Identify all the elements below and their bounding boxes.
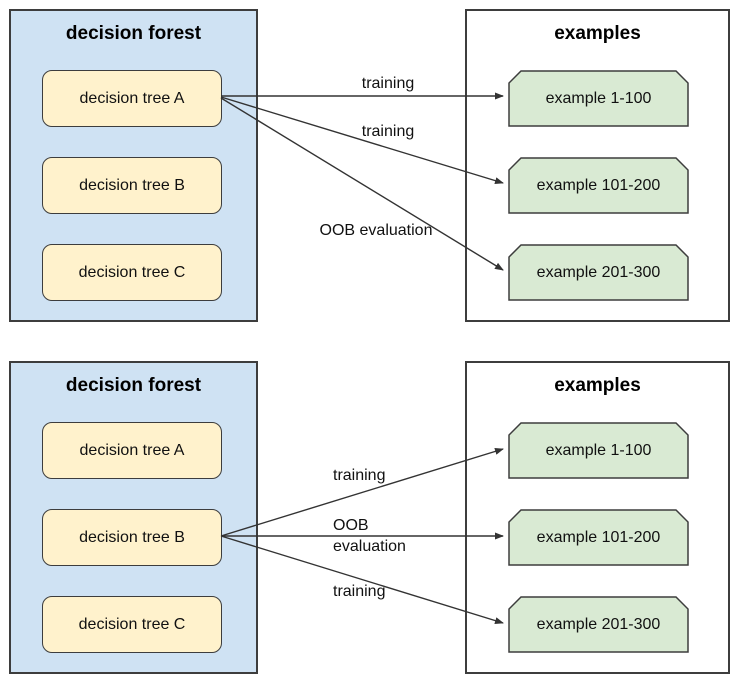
examples-title: examples: [554, 23, 641, 44]
arrow-label-oob-evaluation-bottom: OOB evaluation: [333, 517, 406, 555]
example-101-200-node: example 101-200: [508, 157, 689, 214]
decision-tree-b-node: decision tree B: [42, 157, 222, 214]
example-101-200-label: example 101-200: [536, 176, 661, 194]
arrow-label-training-bottom-2: training: [333, 583, 386, 600]
decision-tree-a-node: decision tree A: [42, 70, 222, 127]
arrow-label-training-top-1: training: [361, 75, 415, 92]
arrow-label-oob-evaluation-top: OOB evaluation: [319, 222, 433, 239]
example-1-100-node: example 1-100: [508, 422, 689, 479]
plaque-shape: [508, 157, 689, 214]
plaque-shape: [508, 244, 689, 301]
example-201-300-node: example 201-300: [508, 596, 689, 653]
decision-tree-b-label: decision tree B: [79, 528, 185, 546]
plaque-shape: [508, 70, 689, 127]
decision-tree-c-label: decision tree C: [78, 615, 186, 633]
examples-title: examples: [554, 375, 641, 396]
example-101-200-node: example 101-200: [508, 509, 689, 566]
decision-forest-container-bottom: decision forest decision tree A decision…: [9, 361, 258, 674]
plaque-shape: [508, 596, 689, 653]
decision-tree-c-node: decision tree C: [42, 244, 222, 301]
example-1-100-node: example 1-100: [508, 70, 689, 127]
example-101-200-label: example 101-200: [536, 528, 661, 546]
examples-container-bottom: examples example 1-100 example 101-200 e…: [465, 361, 730, 674]
examples-container-top: examples example 1-100 example 101-200 e…: [465, 9, 730, 322]
decision-tree-a-node: decision tree A: [42, 422, 222, 479]
plaque-shape: [508, 422, 689, 479]
decision-tree-a-label: decision tree A: [79, 89, 185, 107]
example-1-100-label: example 1-100: [545, 89, 652, 107]
decision-forest-title: decision forest: [65, 23, 202, 44]
decision-tree-b-label: decision tree B: [79, 176, 185, 194]
arrow-label-training-bottom-1: training: [333, 467, 386, 484]
decision-tree-c-node: decision tree C: [42, 596, 222, 653]
example-1-100-label: example 1-100: [545, 441, 652, 459]
decision-tree-b-node: decision tree B: [42, 509, 222, 566]
decision-forest-container-top: decision forest decision tree A decision…: [9, 9, 258, 322]
decision-tree-c-label: decision tree C: [78, 263, 186, 281]
example-201-300-label: example 201-300: [536, 615, 661, 633]
example-201-300-node: example 201-300: [508, 244, 689, 301]
decision-forest-title: decision forest: [65, 375, 202, 396]
example-201-300-label: example 201-300: [536, 263, 661, 281]
arrow-label-training-top-2: training: [361, 123, 415, 140]
decision-tree-a-label: decision tree A: [79, 441, 185, 459]
plaque-shape: [508, 509, 689, 566]
